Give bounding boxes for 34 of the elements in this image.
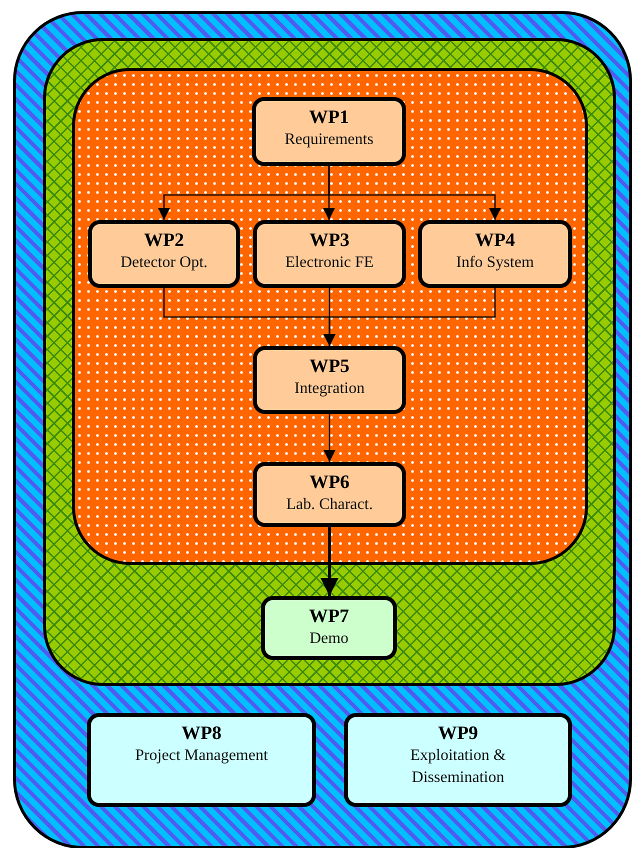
work-package-name: Detector Opt. (119, 253, 209, 273)
work-package-name: Integration (293, 379, 366, 399)
work-package-box (253, 346, 406, 414)
work-package-box (88, 220, 240, 288)
patterned-region (43, 38, 616, 686)
work-package-number: WP8 (181, 723, 222, 745)
work-package-box (418, 220, 572, 288)
work-package-number: WP1 (308, 107, 350, 129)
work-package-name: Electronic FE (284, 253, 375, 273)
work-package-box (253, 462, 406, 527)
work-package-number: WP9 (438, 723, 478, 745)
work-package-number: WP5 (309, 356, 350, 378)
work-package-box (261, 596, 397, 660)
work-package-box (87, 713, 316, 807)
arrow (324, 288, 496, 346)
work-package-number: WP4 (474, 230, 516, 252)
work-package-box (344, 713, 572, 807)
work-package-name: Exploitation & Dissemination (409, 746, 507, 788)
work-package-name: Project Management (134, 746, 269, 766)
arrow (320, 527, 338, 596)
arrow (328, 166, 501, 220)
work-package-number: WP3 (309, 230, 350, 252)
work-package-name: Requirements (284, 130, 374, 150)
work-package-box (253, 220, 406, 288)
work-package-box (252, 97, 406, 166)
work-package-number: WP6 (309, 472, 350, 494)
patterned-region (72, 68, 588, 565)
work-package-number: WP2 (144, 230, 184, 252)
arrow (324, 414, 336, 462)
work-package-name: Demo (308, 629, 350, 649)
work-package-name: Info System (455, 253, 535, 273)
patterned-region (13, 11, 632, 848)
work-package-number: WP7 (308, 606, 350, 628)
work-package-name: Lab. Charact. (285, 495, 374, 515)
